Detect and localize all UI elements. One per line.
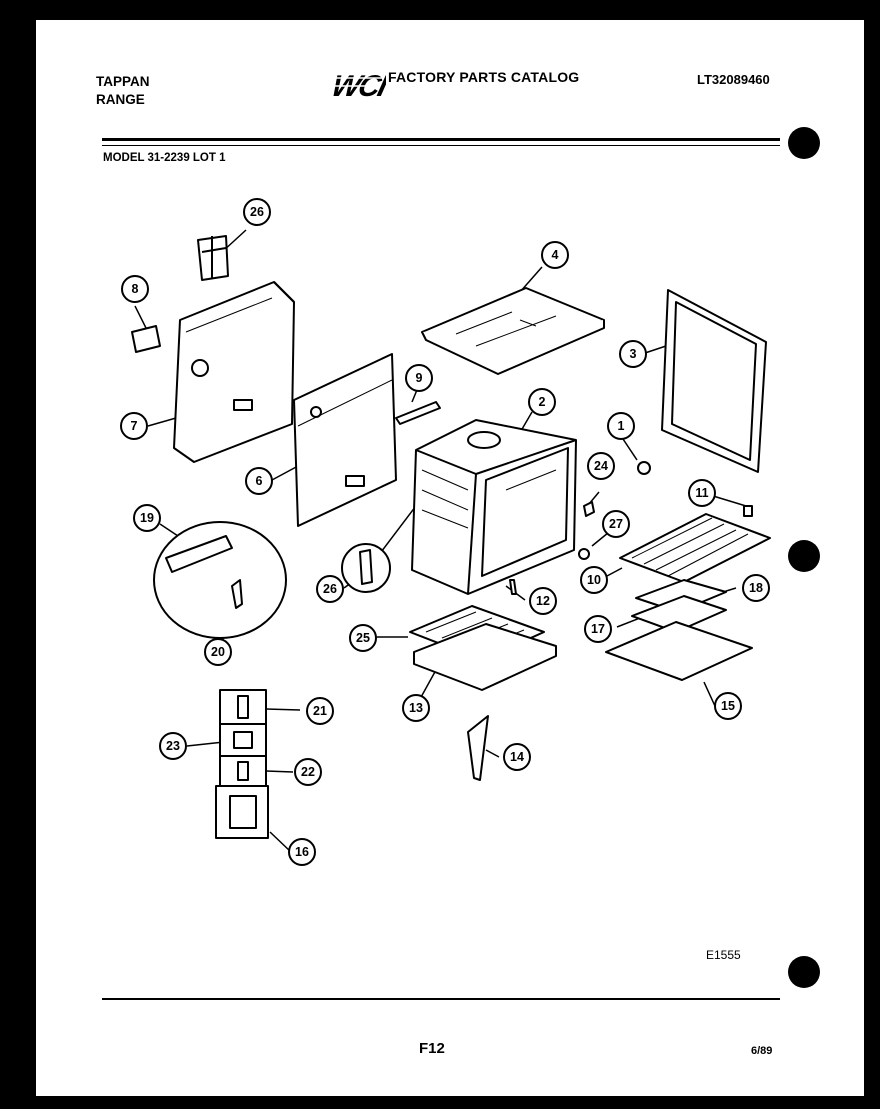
panel-part-6 <box>293 353 397 527</box>
exploded-parts-diagram: 1 2 3 4 6 7 8 9 10 11 12 13 14 15 16 17 … <box>120 198 771 866</box>
hinge-part-14 <box>467 715 489 781</box>
wci-logo: WCI <box>328 69 386 103</box>
svg-text:9: 9 <box>416 371 423 385</box>
svg-text:23: 23 <box>166 739 180 753</box>
callout-24: 24 <box>587 452 615 480</box>
callout-25: 25 <box>349 624 377 652</box>
callout-2: 2 <box>528 388 556 416</box>
callout-11: 11 <box>688 479 716 507</box>
callout-26-top: 26 <box>243 198 271 226</box>
brand-name: TAPPAN <box>96 74 150 89</box>
clip-part-24 <box>583 501 595 517</box>
catalog-page: TAPPAN RANGE WCI FACTORY PARTS CATALOG L… <box>36 20 864 1096</box>
catalog-title: FACTORY PARTS CATALOG <box>388 69 580 85</box>
callout-19: 19 <box>133 504 161 532</box>
svg-text:8: 8 <box>132 282 139 296</box>
product-type: RANGE <box>96 92 145 107</box>
callout-4: 4 <box>541 241 569 269</box>
clip-part-8 <box>131 325 161 353</box>
svg-text:7: 7 <box>131 419 138 433</box>
svg-text:22: 22 <box>301 765 315 779</box>
callout-8: 8 <box>121 275 149 303</box>
svg-text:27: 27 <box>609 517 623 531</box>
bracket-part-26 <box>197 235 229 281</box>
header-rule-thin <box>102 145 780 146</box>
inset-detail-19-20 <box>153 521 287 639</box>
oven-body-part-2 <box>411 419 577 595</box>
svg-text:25: 25 <box>356 631 370 645</box>
callout-22: 22 <box>294 758 322 786</box>
svg-text:16: 16 <box>295 845 309 859</box>
callout-23: 23 <box>159 732 187 760</box>
strip-part-9 <box>395 401 441 425</box>
door-frame-part-3 <box>661 289 767 473</box>
callout-27: 27 <box>602 510 630 538</box>
callout-21: 21 <box>306 697 334 725</box>
svg-text:6: 6 <box>256 474 263 488</box>
svg-text:26: 26 <box>323 582 337 596</box>
svg-text:24: 24 <box>594 459 608 473</box>
svg-text:14: 14 <box>510 750 524 764</box>
drawer-part-13 <box>413 623 557 691</box>
callout-16: 16 <box>288 838 316 866</box>
footer-rule <box>102 998 780 1000</box>
model-number: MODEL 31-2239 LOT 1 <box>103 152 226 164</box>
svg-text:12: 12 <box>536 594 550 608</box>
brand-block: TAPPAN RANGE <box>96 73 150 109</box>
page-code: F12 <box>419 1040 445 1057</box>
svg-text:18: 18 <box>749 581 763 595</box>
svg-text:11: 11 <box>695 486 708 500</box>
callout-7: 7 <box>120 412 148 440</box>
door-part-15 <box>605 621 753 681</box>
svg-text:21: 21 <box>313 704 327 718</box>
callout-9: 9 <box>405 364 433 392</box>
diagram-code: E1555 <box>706 948 741 962</box>
screw-part-11 <box>743 505 753 517</box>
callout-20: 20 <box>204 638 232 666</box>
svg-text:26: 26 <box>250 205 264 219</box>
inset-detail-26 <box>341 543 391 593</box>
rear-panel-part-7 <box>173 281 295 463</box>
knob-part-1 <box>637 461 651 475</box>
binder-hole-bottom <box>788 956 820 988</box>
svg-text:3: 3 <box>630 347 637 361</box>
catalog-number: LT32089460 <box>697 72 770 87</box>
callout-3: 3 <box>619 340 647 368</box>
header-rule <box>102 138 780 141</box>
svg-text:2: 2 <box>539 395 546 409</box>
pin-part-12 <box>509 579 517 595</box>
svg-text:19: 19 <box>140 511 154 525</box>
callout-15: 15 <box>714 692 742 720</box>
ring-part-27 <box>578 548 590 560</box>
callout-10: 10 <box>580 566 608 594</box>
callout-17: 17 <box>584 615 612 643</box>
svg-text:4: 4 <box>552 248 559 262</box>
svg-text:10: 10 <box>587 573 601 587</box>
parts-stack-16-21-22-23 <box>215 689 269 839</box>
callout-18: 18 <box>742 574 770 602</box>
callout-12: 12 <box>529 587 557 615</box>
binder-hole-top <box>788 127 820 159</box>
callout-6: 6 <box>245 467 273 495</box>
callout-14: 14 <box>503 743 531 771</box>
callout-26-inset: 26 <box>316 575 344 603</box>
svg-text:20: 20 <box>211 645 225 659</box>
rack-part-10 <box>619 513 771 583</box>
glass-part-17 <box>631 595 727 633</box>
cooktop-part-4 <box>421 287 605 375</box>
binder-hole-middle <box>788 540 820 572</box>
callout-1: 1 <box>607 412 635 440</box>
svg-text:13: 13 <box>409 701 423 715</box>
catalog-date: 6/89 <box>751 1045 773 1057</box>
callout-13: 13 <box>402 694 430 722</box>
svg-text:15: 15 <box>721 699 735 713</box>
svg-text:17: 17 <box>591 622 605 636</box>
svg-text:1: 1 <box>618 419 625 433</box>
